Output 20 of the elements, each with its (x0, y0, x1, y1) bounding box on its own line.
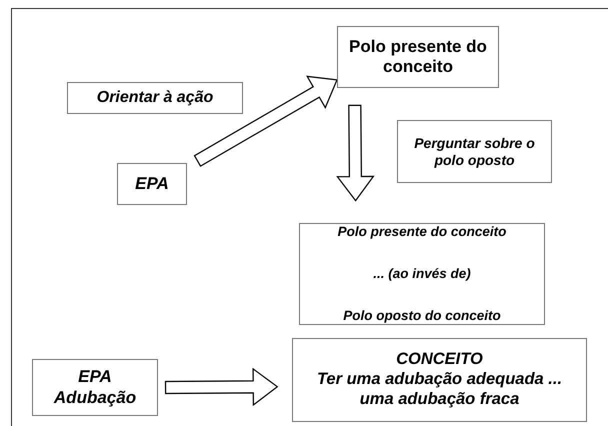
text-box (397, 120, 552, 183)
box-text: ... (ao invés de) (373, 266, 471, 282)
box-text: EPA Adubação (52, 367, 138, 408)
block-arrow (194, 76, 338, 167)
box-text: Perguntar sobre o polo oposto (413, 134, 536, 168)
block-arrow (164, 368, 278, 406)
box-text: EPA (135, 174, 169, 194)
text-box (299, 223, 545, 325)
box-text: Orientar à ação (96, 88, 214, 108)
text-box (337, 26, 499, 88)
box-text: Polo oposto do conceito (343, 308, 501, 324)
text-box (292, 338, 587, 422)
box-text: Polo presente do conceito (348, 36, 488, 78)
text-box (32, 359, 158, 416)
block-arrow (336, 104, 375, 202)
text-box (117, 163, 187, 205)
box-text: CONCEITO (396, 350, 483, 370)
box-text: Polo presente do conceito (338, 224, 506, 240)
text-box (67, 82, 243, 114)
box-text: Ter uma adubação adequada ... uma adubação fraca (316, 370, 564, 410)
